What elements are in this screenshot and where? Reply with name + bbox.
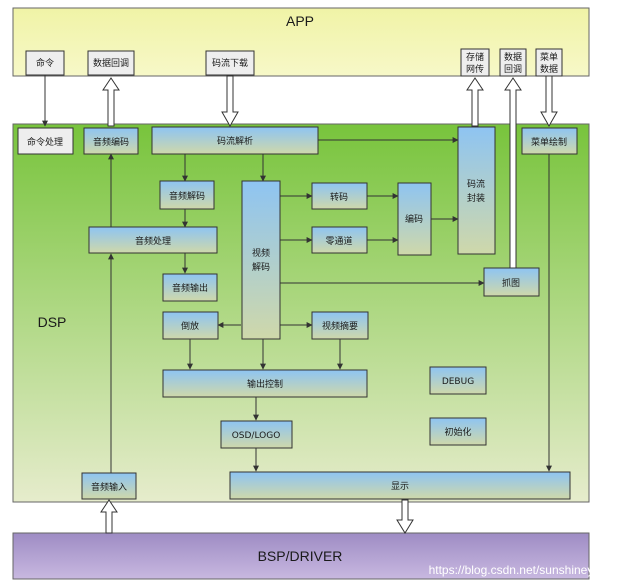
svg-text:音频输入: 音频输入 <box>91 481 127 493</box>
module-stream-parse: 码流解析 <box>151 126 319 155</box>
hollow-arrow-stream-download <box>221 75 239 128</box>
module-video-summary: 视频摘要 <box>311 311 369 340</box>
module-audio-encode: 音频编码 <box>83 127 139 155</box>
module-zero-channel: 零通道 <box>311 226 368 254</box>
hollow-arrow-menu-data <box>540 75 558 128</box>
module-audio-process: 音频处理 <box>88 226 218 254</box>
app-item-menu-data: 菜单 数据 <box>535 48 563 77</box>
module-output-control: 输出控制 <box>162 369 368 398</box>
dsp-region <box>12 123 590 503</box>
watermark: https://blog.csdn.net/sunshineywz <box>429 563 608 577</box>
module-video-decode: 视频 解码 <box>241 180 281 340</box>
svg-text:音频处理: 音频处理 <box>135 235 171 247</box>
app-item-stream-download: 码流下载 <box>205 50 255 76</box>
app-item-command: 命令 <box>25 50 65 76</box>
svg-text:视频: 视频 <box>252 247 270 259</box>
svg-text:封装: 封装 <box>467 192 485 204</box>
module-osd-logo: OSD/LOGO <box>220 420 293 449</box>
svg-text:音频输出: 音频输出 <box>172 282 208 294</box>
module-command-process: 命令处理 <box>17 127 74 155</box>
svg-text:码流: 码流 <box>467 178 485 190</box>
svg-text:抓图: 抓图 <box>502 277 520 289</box>
svg-text:命令处理: 命令处理 <box>27 136 63 148</box>
connectors <box>42 75 552 473</box>
module-audio-decode: 音频解码 <box>159 180 215 210</box>
svg-text:音频解码: 音频解码 <box>169 190 205 202</box>
bsp-region <box>12 532 590 580</box>
svg-text:音频编码: 音频编码 <box>93 136 129 148</box>
svg-text:编码: 编码 <box>405 213 423 225</box>
app-item-data-callback-2: 数据 回调 <box>499 48 527 77</box>
bsp-title: BSP/DRIVER <box>258 548 343 564</box>
module-stream-pack: 码流 封装 <box>457 126 496 255</box>
module-transcode: 转码 <box>311 182 368 210</box>
module-menu-draw: 菜单绘制 <box>521 127 578 155</box>
svg-text:数据: 数据 <box>504 51 522 63</box>
hollow-arrow-data-callback-2 <box>504 77 522 269</box>
dsp-title: DSP <box>38 314 67 330</box>
hollow-arrow-bsp-to-audio-input <box>100 499 118 534</box>
svg-text:数据回调: 数据回调 <box>93 57 129 69</box>
svg-text:解码: 解码 <box>252 261 270 273</box>
module-display: 显示 <box>229 471 571 500</box>
app-item-storage-net: 存储 网传 <box>460 48 490 77</box>
svg-text:倒放: 倒放 <box>181 320 199 332</box>
module-audio-output: 音频输出 <box>162 273 218 302</box>
svg-text:存储: 存储 <box>466 51 484 63</box>
svg-text:菜单: 菜单 <box>540 51 558 63</box>
svg-text:网传: 网传 <box>466 63 484 75</box>
svg-text:菜单绘制: 菜单绘制 <box>531 136 567 148</box>
svg-text:命令: 命令 <box>36 57 54 69</box>
svg-text:码流下载: 码流下载 <box>212 57 248 69</box>
hollow-arrow-storage-net <box>466 77 484 127</box>
svg-text:初始化: 初始化 <box>444 426 471 438</box>
svg-text:码流解析: 码流解析 <box>217 135 253 147</box>
module-encode: 编码 <box>397 182 432 256</box>
svg-text:零通道: 零通道 <box>325 235 352 247</box>
module-audio-input: 音频输入 <box>81 472 137 500</box>
module-debug: DEBUG <box>429 366 487 395</box>
module-rewind: 倒放 <box>162 311 219 340</box>
svg-text:转码: 转码 <box>330 191 348 203</box>
module-capture: 抓图 <box>483 267 540 297</box>
svg-text:输出控制: 输出控制 <box>247 378 283 390</box>
app-item-data-callback: 数据回调 <box>87 50 135 76</box>
app-title: APP <box>286 13 314 29</box>
svg-text:DEBUG: DEBUG <box>442 377 474 387</box>
svg-text:视频摘要: 视频摘要 <box>322 320 358 332</box>
hollow-arrow-data-callback <box>102 77 120 127</box>
module-init: 初始化 <box>429 417 487 446</box>
hollow-arrow-display-to-bsp <box>396 499 414 534</box>
svg-text:OSD/LOGO: OSD/LOGO <box>232 431 281 441</box>
svg-text:回调: 回调 <box>504 64 522 75</box>
svg-text:显示: 显示 <box>391 481 409 492</box>
svg-text:数据: 数据 <box>540 63 558 75</box>
